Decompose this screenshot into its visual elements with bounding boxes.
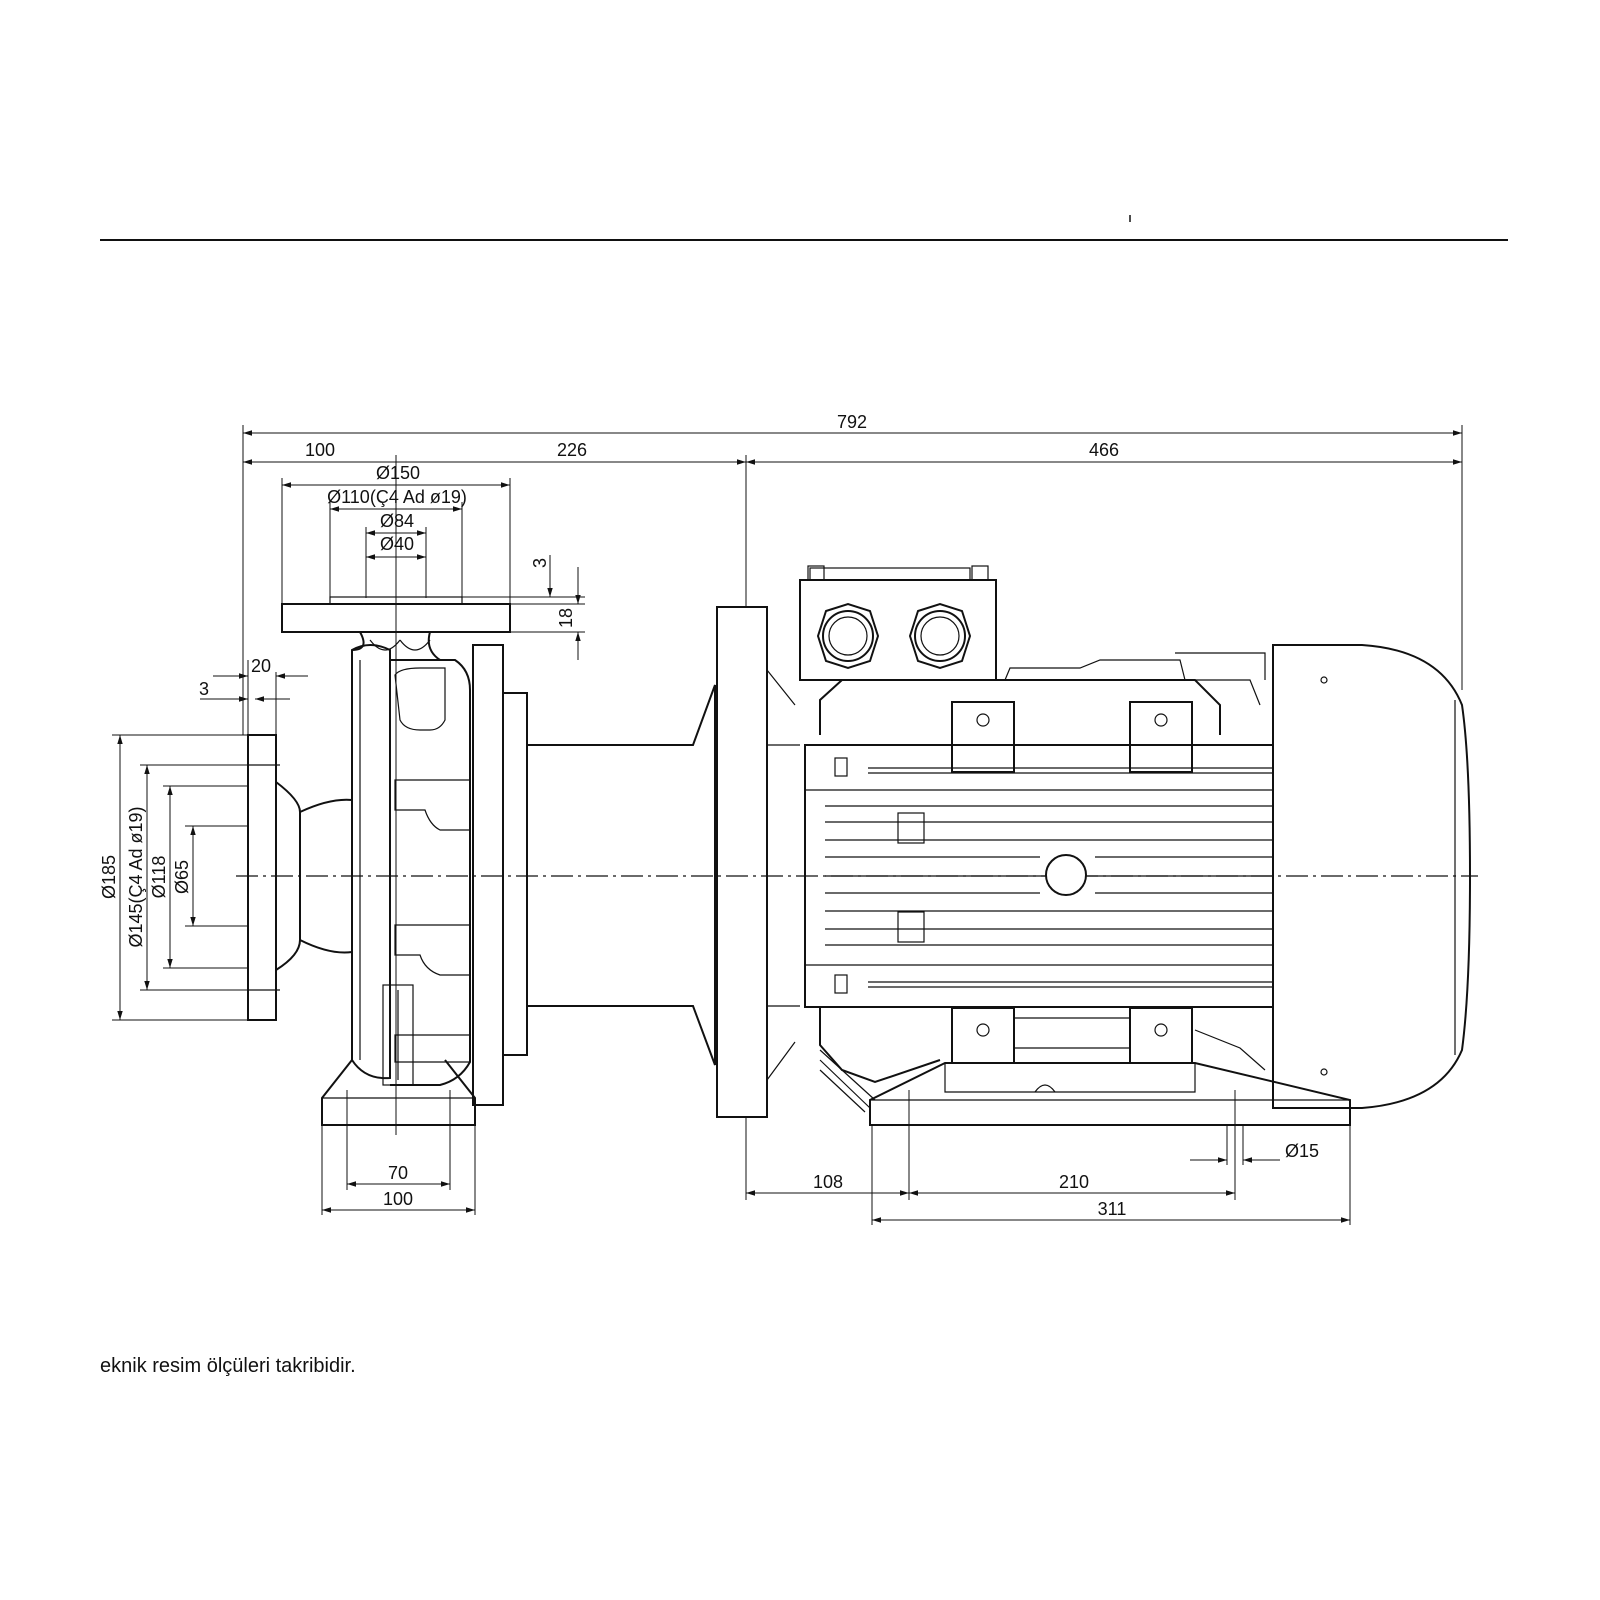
dim-discharge-flange-od: Ø150 xyxy=(376,463,420,483)
electric-motor xyxy=(799,565,1472,1126)
drawing-note: eknik resim ölçüleri takribidir. xyxy=(100,1355,356,1377)
dim-suction-bore: Ø65 xyxy=(172,860,192,894)
dim-pump-foot-holes: 70 xyxy=(388,1163,408,1183)
dim-motor-foot-holes: 210 xyxy=(1059,1172,1089,1192)
cable-gland-icon xyxy=(908,602,972,670)
dim-motor-length: 466 xyxy=(1089,440,1119,460)
dim-motor-foot-length: 311 xyxy=(1098,1199,1127,1219)
dim-overall-length: 792 xyxy=(837,412,867,432)
dim-pump-length: 226 xyxy=(557,440,587,460)
dim-discharge-step: 3 xyxy=(530,558,550,568)
dim-discharge-raised-face: Ø84 xyxy=(380,511,414,531)
motor-adapter xyxy=(526,606,800,1118)
dim-motor-foot-offset: 108 xyxy=(813,1172,843,1192)
dim-foot-hole-diameter: Ø15 xyxy=(1285,1141,1319,1161)
dim-suction-raised-face: Ø118 xyxy=(149,856,169,899)
dim-suction-bolt-circle: Ø145(Ç4 Ad ø19) xyxy=(126,806,146,947)
dimension-lines xyxy=(112,425,1463,1225)
dim-discharge-bore: Ø40 xyxy=(380,534,414,554)
dim-suction-flange-thickness: 20 xyxy=(251,656,271,676)
dim-flange-offset: 100 xyxy=(305,440,335,460)
dim-suction-step: 3 xyxy=(199,679,209,699)
cable-gland-icon xyxy=(816,602,880,670)
dim-discharge-bolt-circle: Ø110(Ç4 Ad ø19) xyxy=(327,487,467,507)
dim-discharge-flange-thickness: 18 xyxy=(556,608,576,628)
dim-suction-flange-od: Ø185 xyxy=(99,855,119,899)
dim-pump-foot-width: 100 xyxy=(383,1189,413,1209)
